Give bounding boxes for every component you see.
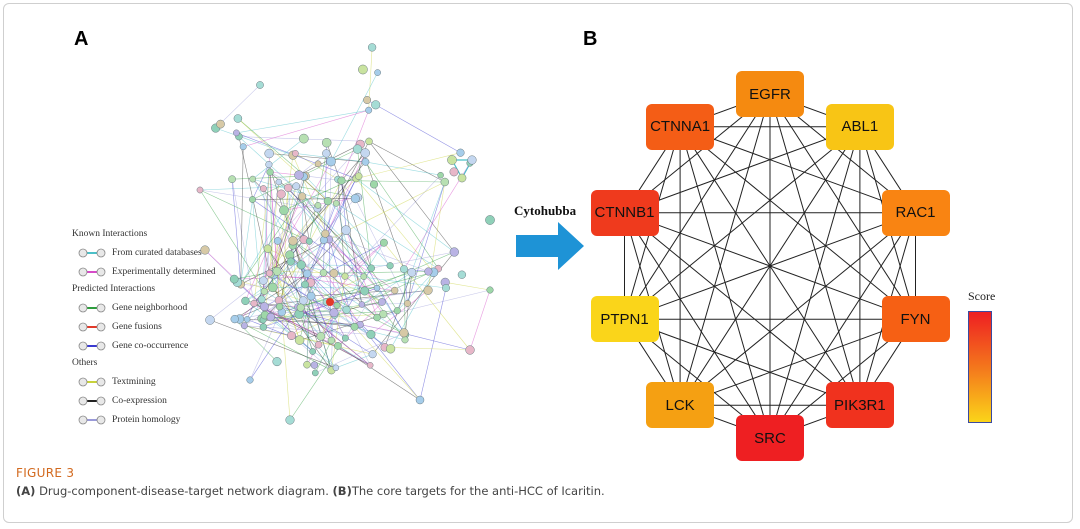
edge-type-icon	[78, 303, 106, 312]
hub-edge	[624, 126, 861, 214]
caption-b-text: The core targets for the anti-HCC of Ica…	[351, 484, 605, 498]
hub-node-label: ABL1	[841, 118, 879, 136]
hub-node-egfr: EGFR	[736, 71, 804, 117]
figure-title: FIGURE 3	[16, 466, 75, 480]
hub-edge	[679, 318, 916, 406]
legend-item: Gene fusions	[72, 317, 242, 336]
legend-item: From curated databases	[72, 243, 242, 262]
figure-frame	[3, 3, 1073, 523]
hub-node-label: EGFR	[749, 85, 791, 103]
hub-node-label: FYN	[900, 310, 931, 328]
hub-edge	[679, 126, 771, 439]
hub-node-label: RAC1	[895, 204, 936, 222]
cytohubba-label: Cytohubba	[514, 203, 577, 218]
score-gradient-bar	[968, 311, 992, 423]
hub-node-label: CTNNA1	[650, 118, 711, 136]
protein-network-image	[196, 43, 495, 425]
legend-item-label: Experimentally determined	[112, 266, 216, 277]
hub-edge	[679, 126, 916, 320]
legend-group-heading: Predicted Interactions	[72, 284, 156, 294]
hub-edge	[679, 126, 861, 406]
legend-item-label: Gene neighborhood	[112, 302, 188, 313]
hub-node-ctnna1: CTNNA1	[646, 103, 715, 150]
edge-type-icon	[78, 396, 106, 405]
hub-node-fyn: FYN	[881, 296, 950, 343]
edge-type-icon	[78, 415, 106, 424]
hub-edge	[679, 126, 916, 214]
edge-type-icon	[78, 322, 106, 331]
hub-edge	[624, 93, 771, 320]
edge-type-icon	[78, 248, 106, 257]
panel-a-letter: A	[74, 28, 89, 50]
right-arrow-icon	[516, 222, 584, 270]
caption-a-text: Drug-component-disease-target network di…	[35, 484, 333, 498]
legend-item: Gene neighborhood	[72, 298, 242, 317]
legend-item: Protein homology	[72, 410, 242, 429]
hub-edge	[624, 212, 861, 406]
hub-edge	[624, 318, 861, 406]
hub-node-rac1: RAC1	[881, 189, 950, 236]
hub-node-ptpn1: PTPN1	[590, 296, 659, 343]
hub-network-edges	[624, 93, 916, 439]
network-nodes	[196, 43, 495, 425]
legend-item-label: Protein homology	[112, 414, 181, 425]
legend-item: Experimentally determined	[72, 262, 242, 281]
hub-node-label: CTNNB1	[594, 204, 655, 222]
legend-group-heading: Others	[72, 358, 98, 368]
legend-item: Gene co-occurrence	[72, 336, 242, 355]
hub-edge	[769, 212, 916, 439]
hub-edge	[769, 93, 916, 320]
legend-item-label: From curated databases	[112, 247, 202, 258]
edge-type-icon	[78, 267, 106, 276]
hub-edge	[624, 212, 771, 439]
legend-item: Co-expression	[72, 391, 242, 410]
edge-type-icon	[78, 377, 106, 386]
hub-node-label: PTPN1	[600, 310, 649, 328]
legend-item: Textmining	[72, 372, 242, 391]
hub-node-lck: LCK	[646, 382, 715, 429]
hub-node-abl1: ABL1	[825, 103, 894, 150]
legend-item-label: Gene fusions	[112, 321, 162, 332]
legend-item-label: Co-expression	[112, 395, 167, 406]
figure-caption: (A) Drug-component-disease-target networ…	[16, 484, 605, 498]
hub-node-ctnnb1: CTNNB1	[590, 189, 659, 236]
hub-node-pik3r1: PIK3R1	[825, 382, 894, 429]
hub-node-src: SRC	[736, 415, 804, 461]
caption-a-tag: (A)	[16, 484, 36, 498]
legend-item-label: Textmining	[112, 376, 156, 387]
legend-item-label: Gene co-occurrence	[112, 340, 189, 351]
hub-node-label: PIK3R1	[834, 396, 886, 414]
hub-node-label: SRC	[754, 429, 786, 447]
edge-type-icon	[78, 341, 106, 350]
caption-b-tag: (B)	[332, 484, 352, 498]
hub-node-label: LCK	[665, 396, 695, 414]
score-legend-label: Score	[968, 289, 996, 303]
legend-group-heading: Known Interactions	[72, 229, 148, 239]
panel-b-letter: B	[583, 28, 598, 50]
